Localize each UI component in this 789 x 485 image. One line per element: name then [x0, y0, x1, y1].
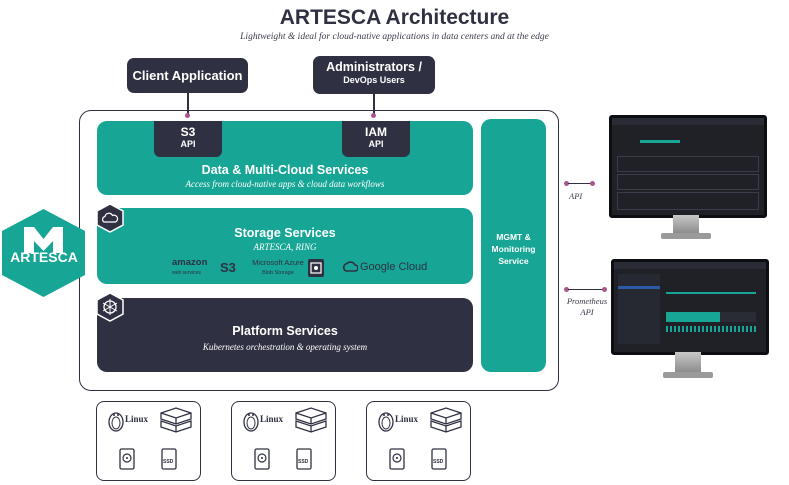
aws-logo: amazon web services	[172, 258, 220, 278]
mgmt-label-line2: Monitoring	[491, 244, 536, 254]
api-line	[568, 183, 592, 185]
iam-api-name: IAM	[365, 125, 387, 139]
azure-logo-text: Microsoft Azure	[252, 258, 304, 267]
platform-layer-title: Platform Services	[232, 324, 338, 338]
api-external-label: API	[569, 191, 583, 201]
platform-services-layer: Platform Services Kubernetes orchestrati…	[97, 298, 473, 372]
prometheus-line	[568, 289, 604, 291]
ssd-label: SSD	[163, 459, 174, 465]
linux-label: Linux	[260, 414, 284, 424]
linux-label: Linux	[125, 414, 149, 424]
mgmt-label: MGMT & Monitoring Service	[481, 231, 546, 267]
mgmt-label-line3: Service	[498, 256, 529, 266]
prometheus-dot-left	[564, 287, 569, 292]
node-3: Linux SSD	[366, 401, 471, 481]
client-connector-dot	[185, 113, 190, 118]
prometheus-label-line1: Prometheus	[566, 296, 608, 306]
kubernetes-hex-icon	[96, 292, 124, 322]
cloud-provider-logos: amazon web services S3 Microsoft Azure B…	[120, 258, 460, 278]
linux-tux-icon	[378, 412, 394, 432]
administrators-label: Administrators /	[326, 60, 422, 74]
hdd-icon	[389, 448, 405, 470]
storage-services-layer: Storage Services ARTESCA, RING	[97, 208, 473, 284]
platform-layer-subtitle: Kubernetes orchestration & operating sys…	[202, 342, 368, 352]
dashboard-screen-1	[609, 115, 767, 218]
ssd-label: SSD	[298, 459, 309, 465]
hdd-icon	[254, 448, 270, 470]
s3-logo: S3	[220, 260, 236, 275]
artesca-logo	[2, 209, 85, 297]
admin-connector-dot	[371, 113, 376, 118]
data-layer-subtitle: Access from cloud-native apps & cloud da…	[185, 179, 385, 189]
prometheus-api-label: Prometheus API	[566, 296, 608, 318]
s3-api-tab: S3 API	[154, 121, 222, 157]
data-multicloud-layer: Data & Multi-Cloud Services Access from …	[97, 121, 473, 195]
google-cloud-logo: Google Cloud	[360, 261, 428, 273]
linux-label: Linux	[395, 414, 419, 424]
page-subtitle: Lightweight & ideal for cloud-native app…	[240, 32, 549, 42]
node-2: Linux SSD	[231, 401, 336, 481]
api-dot-left	[564, 181, 569, 186]
artesca-logo-text: ARTESCA	[10, 249, 78, 265]
mgmt-monitoring-service: MGMT & Monitoring Service	[481, 119, 546, 372]
dashboard-screen-2	[611, 259, 769, 355]
prometheus-dot-right	[602, 287, 607, 292]
s3-api-label: API	[180, 139, 196, 149]
page-title: ARTESCA Architecture	[279, 6, 510, 29]
azure-logo-subtext: Blob Storage	[262, 270, 294, 276]
mgmt-label-line1: MGMT &	[496, 232, 531, 242]
iam-api-tab: IAM API	[342, 121, 410, 157]
client-connector-line	[187, 93, 189, 115]
google-cloud-icon	[343, 261, 358, 272]
storage-layer-subtitle: ARTESCA, RING	[253, 242, 317, 252]
aws-logo-subtext: web services	[172, 270, 201, 276]
linux-tux-icon	[243, 412, 259, 432]
azure-blob-icon	[308, 259, 324, 277]
iam-api-label: API	[368, 139, 384, 149]
administrators-box: Administrators / DevOps Users	[313, 56, 435, 94]
storage-layer-title: Storage Services	[234, 226, 336, 240]
admin-connector-line	[373, 94, 375, 115]
client-application-box: Client Application	[127, 58, 248, 93]
api-dot-right	[590, 181, 595, 186]
azure-logo: Microsoft Azure Blob Storage	[250, 258, 306, 278]
server-stack-icon	[160, 407, 192, 433]
linux-tux-icon	[108, 412, 124, 432]
ssd-icon	[431, 448, 447, 470]
aws-logo-text: amazon	[172, 257, 208, 268]
prometheus-label-line2: API	[580, 307, 594, 317]
cloud-hex-icon	[96, 203, 124, 233]
monitor-dashboard-1	[609, 115, 767, 247]
server-stack-icon	[295, 407, 327, 433]
data-layer-title: Data & Multi-Cloud Services	[201, 163, 369, 177]
ssd-icon	[161, 448, 177, 470]
hdd-icon	[119, 448, 135, 470]
node-1: Linux SSD	[96, 401, 201, 481]
server-stack-icon	[430, 407, 462, 433]
devops-users-label: DevOps Users	[343, 75, 405, 85]
s3-api-name: S3	[180, 125, 196, 139]
monitor-dashboard-2	[611, 259, 769, 389]
ssd-icon	[296, 448, 312, 470]
ssd-label: SSD	[433, 459, 444, 465]
